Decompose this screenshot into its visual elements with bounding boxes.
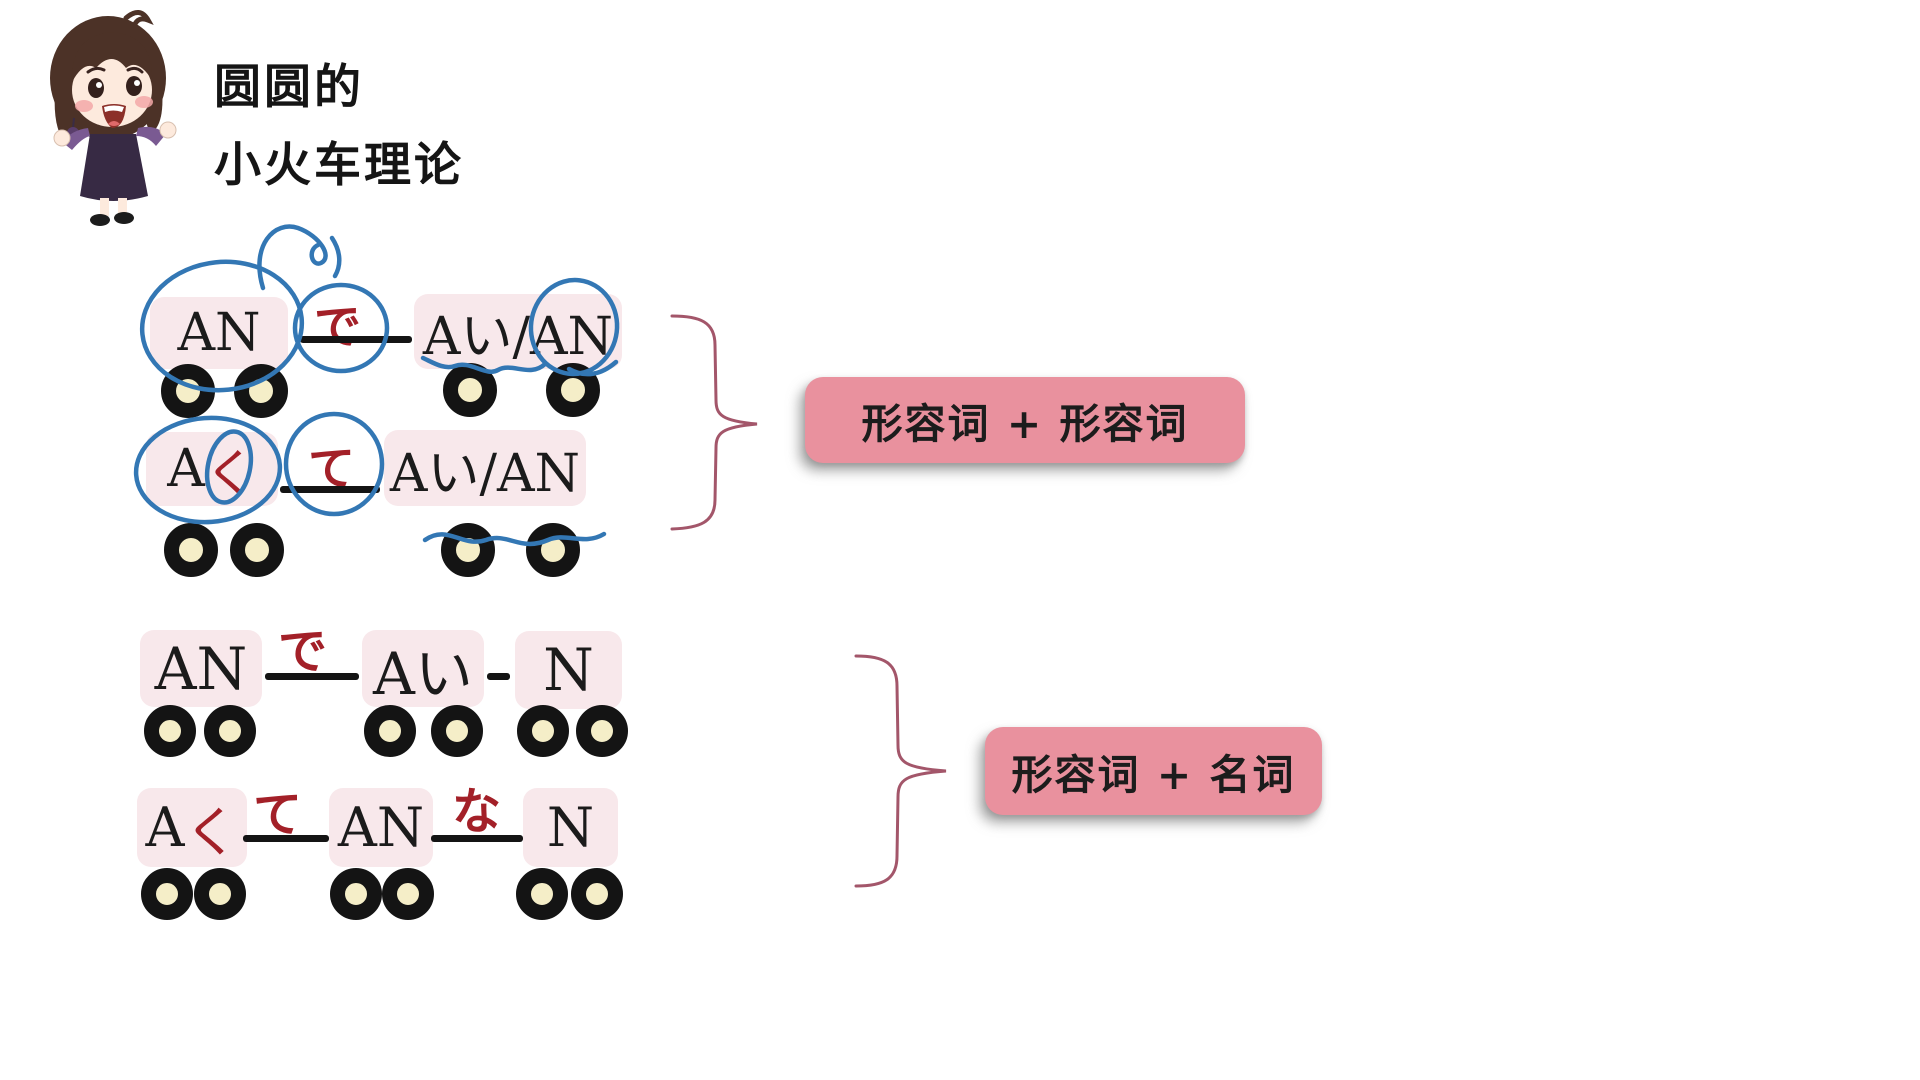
train1-car2: Aい/AN bbox=[414, 294, 622, 369]
train3-connector-de: で bbox=[278, 622, 328, 680]
train2-car2-label: Aい/AN bbox=[389, 443, 581, 504]
train3-coupler-line1 bbox=[265, 673, 359, 680]
train-wheel bbox=[164, 523, 218, 577]
train3-car1: AN bbox=[140, 630, 262, 707]
train4-car2-label: AN bbox=[337, 796, 425, 859]
train-wheel bbox=[576, 705, 628, 757]
train-wheel bbox=[441, 523, 495, 577]
train3-car2: Aい bbox=[362, 630, 484, 708]
train-wheel bbox=[144, 705, 196, 757]
train-wheel bbox=[516, 868, 568, 920]
train3-car1-label: AN bbox=[154, 634, 248, 703]
train-wheel bbox=[382, 868, 434, 920]
train1-coupler-line bbox=[300, 336, 412, 343]
page-title-line2: 小火车理论 bbox=[214, 138, 464, 193]
train3-coupler-line2 bbox=[487, 673, 510, 680]
train1-car1-label: AN bbox=[177, 303, 261, 363]
train1-car1: AN bbox=[150, 297, 288, 369]
result-tag-adjective-noun: 形容词 + 名词 bbox=[985, 727, 1322, 815]
curly-brace-adj-noun bbox=[854, 654, 947, 888]
train4-coupler-line1 bbox=[243, 835, 329, 842]
train-wheel bbox=[141, 868, 193, 920]
avatar-dress bbox=[80, 134, 148, 201]
train4-connector-te: て bbox=[253, 785, 303, 843]
train-wheel bbox=[204, 705, 256, 757]
train3-car3-label: N bbox=[543, 636, 594, 704]
train3-car3: N bbox=[515, 631, 622, 709]
train-wheel bbox=[330, 868, 382, 920]
train2-car1-label-ku: く bbox=[204, 444, 257, 505]
curly-brace-adj-adj bbox=[670, 314, 758, 531]
train2-car2: Aい/AN bbox=[384, 430, 586, 506]
train-wheel bbox=[234, 364, 288, 418]
train-wheel bbox=[230, 523, 284, 577]
train1-connector-de: で bbox=[314, 300, 361, 355]
train-wheel bbox=[546, 363, 600, 417]
train4-connector-na: な bbox=[452, 782, 502, 840]
train-wheel bbox=[443, 363, 497, 417]
blue-swirl-tail bbox=[329, 235, 342, 279]
train2-car1-label-a: A bbox=[167, 439, 205, 499]
train-wheel bbox=[571, 868, 623, 920]
train4-car1-label-ku: く bbox=[184, 801, 239, 864]
train1-car2-label: Aい/AN bbox=[422, 307, 614, 367]
train4-car2: AN bbox=[329, 788, 433, 867]
train2-coupler-line bbox=[280, 486, 380, 493]
train-wheel bbox=[517, 705, 569, 757]
train4-car3: N bbox=[523, 788, 618, 867]
train3-car2-label: Aい bbox=[373, 639, 473, 708]
train4-coupler-line2 bbox=[431, 835, 523, 842]
result-tag-adjective-adjective-label: 形容词 + 形容词 bbox=[861, 400, 1189, 448]
train-wheel bbox=[431, 705, 483, 757]
blue-swirl bbox=[257, 224, 328, 291]
train-wheel bbox=[526, 523, 580, 577]
train-wheel bbox=[194, 868, 246, 920]
train-wheel bbox=[161, 364, 215, 418]
result-tag-adjective-noun-label: 形容词 + 名词 bbox=[1011, 751, 1296, 799]
train4-car1-label-a: A bbox=[145, 796, 185, 859]
result-tag-adjective-adjective: 形容词 + 形容词 bbox=[805, 377, 1245, 463]
train-wheel bbox=[364, 705, 416, 757]
avatar-girl-illustration bbox=[50, 10, 177, 226]
page-title-line1: 圆圆的 bbox=[214, 60, 364, 115]
train4-car3-label: N bbox=[546, 796, 595, 859]
